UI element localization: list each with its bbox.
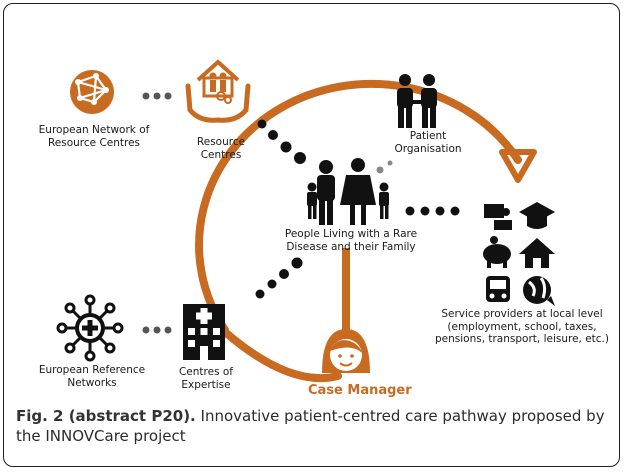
- patient-organisation-label: Patient Organisation: [394, 130, 462, 155]
- reference-network-icon: [56, 294, 124, 362]
- caption-lead: Fig. 2 (abstract P20).: [16, 407, 196, 425]
- caption-text: Innovative patient-centred care pathway …: [16, 407, 605, 445]
- dots-resource-family: [257, 119, 306, 164]
- expertise-to-manager-arc: [221, 328, 342, 383]
- pension-piggy-icon: [483, 236, 511, 268]
- service-icons: [483, 202, 555, 306]
- transport-bus-icon: [486, 276, 510, 302]
- family-to-manager-stem: [342, 248, 350, 334]
- resource-centres-label: Resource Centres: [196, 136, 246, 161]
- family-icon: [307, 158, 389, 225]
- leisure-globe-icon: [523, 276, 555, 306]
- people-family-label: People Living with a Rare Disease and th…: [284, 228, 418, 253]
- resource-centres-icon: [185, 59, 251, 123]
- dots-expertise-family: [255, 257, 303, 299]
- dots-org-family: [376, 160, 393, 174]
- figure-caption: Fig. 2 (abstract P20). Innovative patien…: [16, 406, 612, 446]
- european-reference-label: European Reference Networks: [38, 364, 146, 389]
- employment-icon: [484, 204, 512, 230]
- arc-arrowhead: [499, 149, 537, 183]
- housing-icon: [519, 238, 555, 268]
- hospital-icon: [183, 304, 225, 360]
- service-providers-label: Service providers at local level (employ…: [434, 308, 609, 345]
- care-cycle-arc: [195, 79, 522, 334]
- european-network-label: European Network of Resource Centres: [38, 124, 150, 149]
- care-pathway-diagram: [56, 59, 555, 383]
- centres-expertise-label: Centres of Expertise: [178, 366, 234, 391]
- dots-reference-expertise: [142, 326, 172, 334]
- case-manager-icon: [322, 329, 370, 373]
- dots-network-resource: [142, 92, 172, 100]
- dots-family-services: [405, 206, 460, 216]
- case-manager-label: Case Manager: [308, 383, 412, 398]
- school-icon: [519, 202, 555, 229]
- network-globe-icon: [70, 70, 114, 114]
- patient-organisation-icon: [397, 74, 437, 128]
